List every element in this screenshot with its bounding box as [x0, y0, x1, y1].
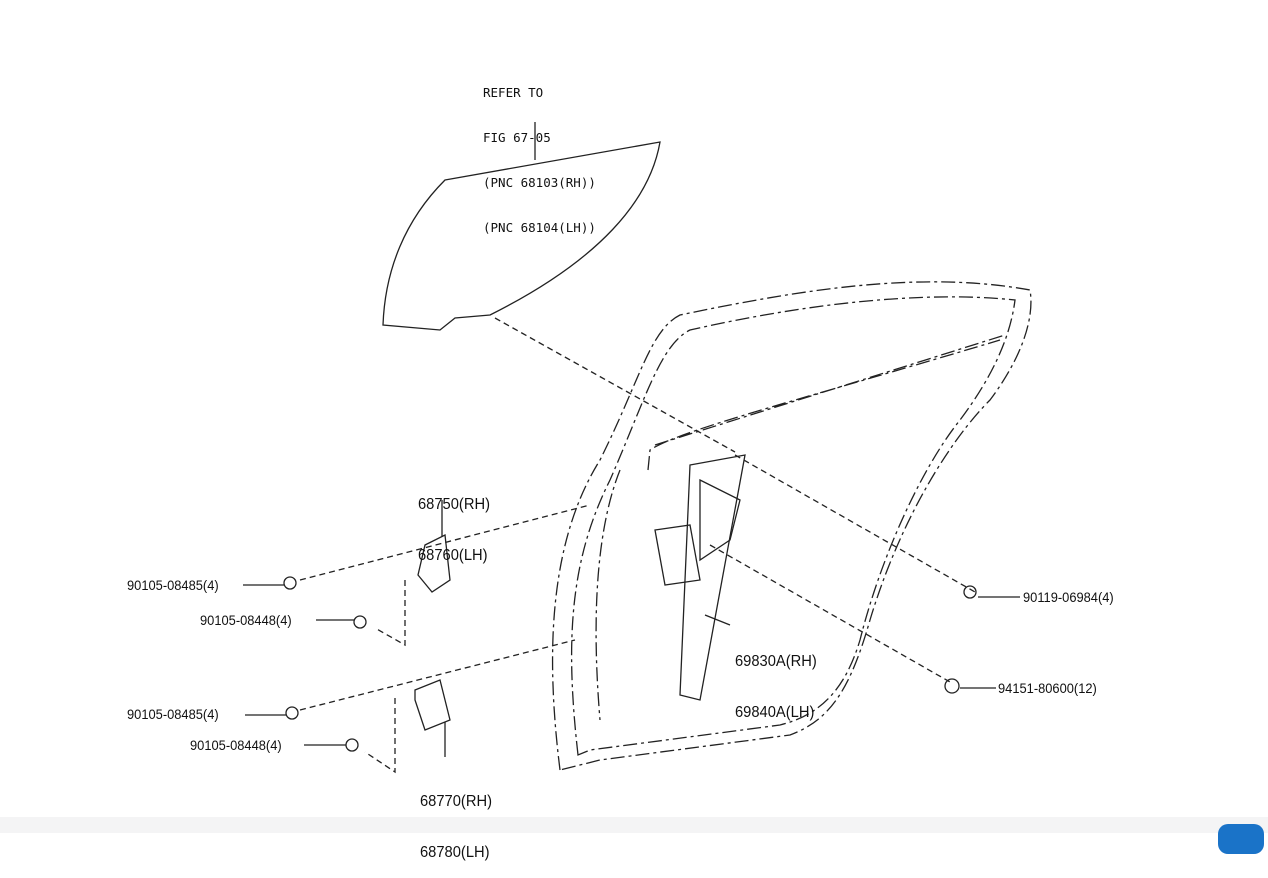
door-glass	[382, 141, 661, 331]
refer-line: FIG 67-05	[483, 130, 551, 145]
part-number[interactable]: 68760(LH)	[418, 547, 488, 564]
leader-lines	[299, 317, 976, 774]
callout-lines	[243, 584, 1020, 746]
regulator-label[interactable]: 69830A(RH) 69840A(LH)	[735, 619, 817, 738]
window-regulator	[654, 454, 746, 701]
lower-hinge	[414, 679, 451, 731]
bolt-upper-2-label[interactable]: 90105-08448(4)	[200, 612, 292, 628]
bolt-lower-2-label[interactable]: 90105-08448(4)	[190, 737, 282, 753]
bolts	[283, 576, 977, 752]
upper-hinge-label[interactable]: 68750(RH) 68760(LH)	[418, 462, 490, 581]
part-number[interactable]: 69830A(RH)	[735, 653, 817, 670]
bolt-regulator-label[interactable]: 90119-06984(4)	[1023, 589, 1114, 605]
help-chat-button[interactable]	[1218, 824, 1264, 854]
refer-line: (PNC 68104(LH))	[483, 220, 596, 235]
footer-bar	[0, 817, 1268, 833]
nut-regulator-label[interactable]: 94151-80600(12)	[998, 680, 1097, 696]
refer-note: REFER TO FIG 67-05 (PNC 68103(RH)) (PNC …	[483, 55, 596, 250]
parts-diagram	[243, 122, 1032, 774]
part-number[interactable]: 68780(LH)	[420, 844, 490, 861]
refer-line: REFER TO	[483, 85, 544, 100]
bolt-upper-1-label[interactable]: 90105-08485(4)	[127, 577, 219, 593]
door-outline	[551, 281, 1032, 771]
bolt-lower-1-label[interactable]: 90105-08485(4)	[127, 706, 219, 722]
part-number[interactable]: 68750(RH)	[418, 496, 491, 513]
part-number[interactable]: 69840A(LH)	[735, 704, 815, 721]
refer-line: (PNC 68103(RH))	[483, 175, 596, 190]
part-number[interactable]: 68770(RH)	[420, 793, 493, 810]
